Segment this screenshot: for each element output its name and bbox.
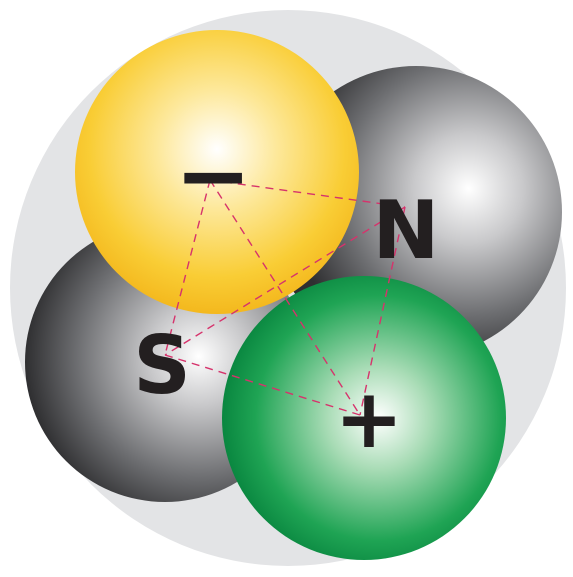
label-n: N [373, 184, 440, 277]
label-minus: − [174, 122, 251, 229]
label-s: S [133, 319, 191, 412]
label-plus: + [335, 372, 404, 467]
